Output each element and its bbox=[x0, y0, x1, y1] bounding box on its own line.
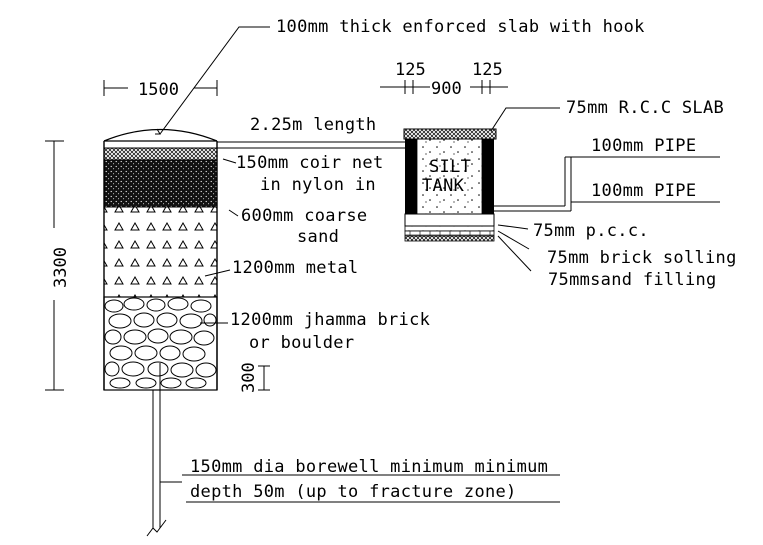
borewell-break bbox=[146, 519, 167, 537]
pipe-upper-label: 100mm PIPE bbox=[591, 136, 696, 156]
sand-filling-label: 75mmsand filling bbox=[548, 270, 717, 290]
tank-interior bbox=[416, 138, 483, 215]
tank-right-wall bbox=[482, 139, 494, 214]
rcc-dome-slab bbox=[103, 128, 218, 142]
brick-solling-layer bbox=[404, 230, 495, 237]
coarse-sand-layer bbox=[103, 159, 218, 208]
dim-3300-text: 3300 bbox=[51, 247, 71, 288]
borewell-label-1: 150mm dia borewell minimum minimum bbox=[190, 457, 548, 477]
dim-tank-width: 125 125 900 bbox=[380, 60, 508, 99]
dim-3300: 3300 bbox=[45, 140, 71, 391]
silt-label: SILT bbox=[429, 157, 471, 177]
tank-floor bbox=[404, 213, 495, 227]
sand-filling-layer bbox=[404, 235, 495, 242]
dim-300-text: 300 bbox=[239, 362, 259, 393]
dim-1500: 1500 bbox=[103, 80, 218, 100]
coir-net-label-1: 150mm coir net bbox=[236, 153, 384, 173]
pcc-label: 75mm p.c.c. bbox=[533, 221, 649, 241]
pipe-lower-label: 100mm PIPE bbox=[591, 181, 696, 201]
recharge-pit bbox=[103, 128, 218, 537]
metal-label: 1200mm metal bbox=[232, 258, 358, 278]
dim-900-text: 900 bbox=[431, 79, 462, 99]
tank-left-wall bbox=[405, 139, 417, 226]
coarse-sand-label-1: 600mm coarse bbox=[241, 206, 367, 226]
length-label: 2.25m length bbox=[250, 115, 376, 135]
jhamma-brick-label-2: or boulder bbox=[249, 333, 354, 353]
dim-125-left-text: 125 bbox=[395, 60, 426, 80]
rcc-slab-label: 75mm R.C.C SLAB bbox=[566, 98, 724, 118]
pcc-layer bbox=[404, 225, 495, 232]
slab-hook-label: 100mm thick enforced slab with hook bbox=[276, 17, 645, 37]
tank-top-slab bbox=[403, 128, 497, 140]
tank-label: TANK bbox=[422, 176, 465, 196]
coarse-sand-label-2: sand bbox=[297, 227, 339, 247]
jhamma-brick-label-1: 1200mm jhamma brick bbox=[230, 310, 430, 330]
boulders bbox=[104, 297, 217, 389]
dim-125-right-text: 125 bbox=[472, 60, 503, 80]
coir-net-label-2: in nylon in bbox=[260, 175, 376, 195]
borewell-label-2: depth 50m (up to fracture zone) bbox=[190, 482, 517, 502]
coir-net-layer bbox=[103, 147, 218, 161]
leader-lines bbox=[155, 26, 560, 503]
brick-solling-label: 75mm brick solling bbox=[547, 248, 737, 268]
dim-300: 300 bbox=[239, 362, 270, 393]
metal-layer bbox=[103, 206, 218, 298]
silt-tank: SILT TANK bbox=[403, 128, 497, 242]
dim-1500-text: 1500 bbox=[138, 80, 179, 100]
